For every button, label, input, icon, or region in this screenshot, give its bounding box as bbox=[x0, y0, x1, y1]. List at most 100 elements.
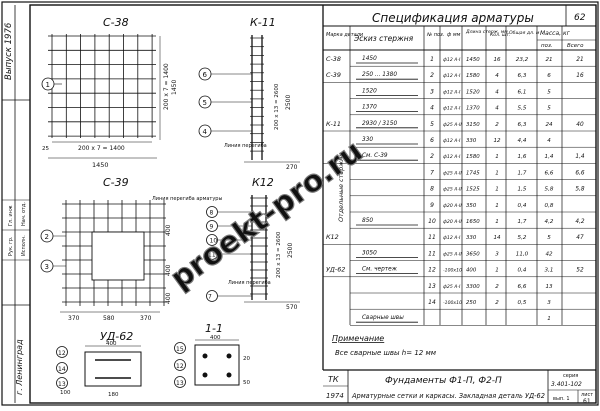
spec-cell: 1 bbox=[495, 170, 499, 176]
hdr-dia: ф мм bbox=[447, 32, 461, 38]
spec-cell: 1650 bbox=[466, 219, 480, 225]
spec-cell: 7 bbox=[430, 169, 434, 176]
section-1-1: 1-1 400 20 50 15 12 13 bbox=[174, 322, 250, 388]
spec-cell: ф25 А-II bbox=[443, 187, 462, 193]
tb-title: Фундаменты Ф1-П, Ф2-П bbox=[385, 376, 502, 386]
spec-cell: 1,4 bbox=[545, 154, 554, 160]
spec-cell: 13 bbox=[545, 284, 553, 290]
spec-sketch: Сварные швы bbox=[362, 315, 404, 321]
spec-table: Спецификация арматуры 62 Марка детали Эс… bbox=[322, 5, 596, 370]
spec-cell: 0,8 bbox=[545, 203, 554, 209]
spec-sketch: 1520 bbox=[362, 88, 377, 94]
spec-cell: 4 bbox=[430, 105, 434, 112]
c39-note: Линия перегиба арматуры bbox=[152, 196, 222, 202]
spec-cell: ф12 А-I bbox=[443, 138, 461, 144]
spec-mark-separate: Отдельные стержни bbox=[337, 153, 345, 222]
spec-cell: 1 bbox=[495, 268, 499, 274]
c39-dim-400a: 400 bbox=[165, 224, 172, 236]
c38-edge: 25 bbox=[42, 146, 49, 152]
spec-cell: 1 bbox=[430, 56, 434, 63]
spec-cell: 3650 bbox=[466, 251, 480, 257]
note-block: Примечание Все сварные швы h= 12 мм bbox=[332, 334, 437, 357]
spec-cell: 5 bbox=[547, 89, 551, 95]
spec-cell: ф25 А-II bbox=[443, 251, 462, 257]
spec-cell: ф12 А-I bbox=[443, 154, 461, 160]
svg-text:12: 12 bbox=[58, 350, 66, 357]
c39-dim-400c: 400 bbox=[165, 292, 172, 304]
spec-cell: ф25 А-I bbox=[443, 284, 461, 290]
spec-cell: ф25 А-II bbox=[443, 122, 462, 128]
spec-cell: 47 bbox=[576, 235, 584, 241]
spec-cell: 400 bbox=[466, 268, 477, 274]
spec-cell: 3,1 bbox=[545, 268, 554, 274]
spec-cell: 1450 bbox=[466, 57, 480, 63]
hdr-pos: № поз. bbox=[426, 32, 444, 38]
spec-cell: ф20 А-II bbox=[443, 203, 462, 209]
spec-cell: ф12 А-I bbox=[443, 73, 461, 79]
svg-text:6: 6 bbox=[203, 71, 208, 79]
svg-text:12: 12 bbox=[176, 363, 184, 370]
spec-cell: -100x10 bbox=[443, 268, 462, 274]
spec-cell: 350 bbox=[466, 203, 477, 209]
k12-dim-2: 2500 bbox=[287, 243, 294, 258]
spec-cell: 6,6 bbox=[545, 170, 554, 176]
c39-title: С-39 bbox=[103, 176, 129, 189]
spec-cell: 11 bbox=[428, 234, 436, 241]
ud62-dim-180: 180 bbox=[108, 392, 119, 398]
c38-title: С-38 bbox=[103, 16, 129, 29]
title-block: ТК 1974 Фундаменты Ф1-П, Ф2-П Арматурные… bbox=[323, 369, 596, 405]
hdr-mass-total: Всего bbox=[567, 43, 584, 49]
spec-cell: 5,2 bbox=[518, 235, 527, 241]
spec-cell: 40 bbox=[576, 122, 584, 128]
tb-series: 3.401-102 bbox=[551, 381, 582, 388]
spec-cell: К12 bbox=[326, 233, 339, 241]
spec-cell: 3 bbox=[547, 300, 551, 306]
hdr-mass: Масса, кг bbox=[540, 30, 571, 37]
svg-text:20: 20 bbox=[243, 356, 250, 362]
spec-cell: 1,7 bbox=[518, 219, 527, 225]
spec-cell: 5 bbox=[547, 235, 551, 241]
k11-callouts: 6 5 4 bbox=[198, 67, 252, 138]
spec-cell: 14 bbox=[428, 299, 436, 306]
spec-cell: 8 bbox=[430, 186, 434, 193]
cage-k12: К12 570 200 x 13 = 2600 2500 Линия перег… bbox=[206, 176, 300, 311]
tb-year: 1974 bbox=[326, 392, 344, 400]
ud62-dim-400: 400 bbox=[106, 341, 117, 347]
svg-text:4: 4 bbox=[203, 128, 208, 136]
side-stamp-1: Гл. инж bbox=[8, 205, 14, 226]
spec-cell: 6,6 bbox=[575, 170, 585, 176]
c39-dim-580: 580 bbox=[103, 315, 115, 322]
spec-sketch: 250 ... 1380 bbox=[362, 72, 397, 78]
k11-base: 270 bbox=[286, 164, 298, 171]
c39-dim-370a: 370 bbox=[68, 315, 80, 322]
spec-cell: 1 bbox=[495, 187, 499, 193]
c38-dim-right: 1450 bbox=[171, 80, 178, 95]
spec-cell: 6,1 bbox=[518, 89, 527, 95]
tb-subtitle: Арматурные сетки и каркасы. Закладная де… bbox=[351, 392, 545, 400]
svg-text:11: 11 bbox=[208, 252, 216, 259]
c38-dim-bottom: 1450 bbox=[92, 161, 109, 169]
hdr-mass-pos: поз. bbox=[541, 43, 553, 49]
spec-sketch: См. С-39 bbox=[362, 153, 388, 159]
spec-sketch: 1370 bbox=[362, 105, 377, 111]
spec-cell: 21 bbox=[576, 57, 583, 63]
hdr-len: Длина стерж. мм bbox=[465, 29, 508, 35]
spec-cell: 2 bbox=[430, 153, 434, 160]
spec-cell: 1,4 bbox=[575, 154, 585, 160]
spec-cell: С-38 bbox=[326, 55, 341, 63]
svg-text:8: 8 bbox=[210, 210, 214, 217]
svg-text:15: 15 bbox=[176, 346, 184, 353]
svg-text:50: 50 bbox=[243, 380, 250, 386]
c38-dim-right2: 200 x 7 = 1400 bbox=[163, 63, 170, 110]
spec-cell: 6,3 bbox=[518, 73, 527, 79]
spec-cell: 2 bbox=[430, 72, 434, 79]
spec-cell: 1520 bbox=[466, 89, 480, 95]
spec-cell: 1 bbox=[495, 219, 499, 225]
k11-note: Линия перегиба bbox=[224, 143, 267, 149]
spec-cell: К-11 bbox=[326, 120, 341, 128]
spec-cell: 6,6 bbox=[518, 284, 527, 290]
hdr-mark: Марка детали bbox=[326, 32, 364, 38]
spec-cell: 6 bbox=[430, 137, 434, 144]
